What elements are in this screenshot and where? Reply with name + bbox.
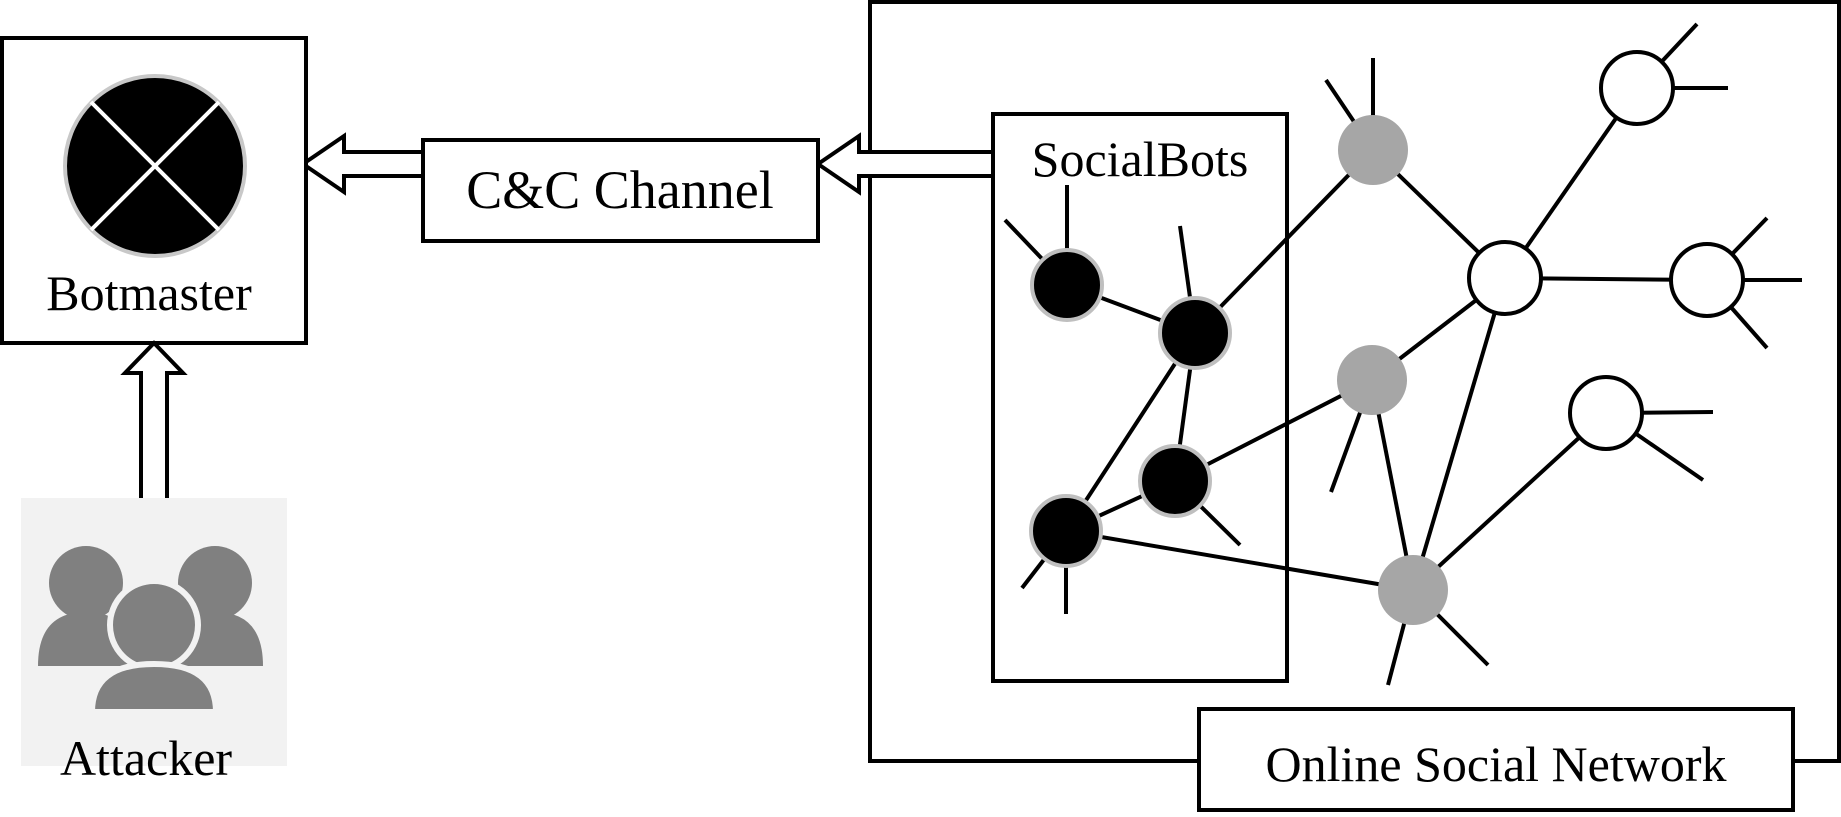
benign-user-node: [1467, 240, 1543, 316]
infiltrated-user-node: [1338, 115, 1408, 185]
cc-to-botmaster-arrow: [299, 132, 425, 196]
cc-channel-box: [421, 138, 820, 243]
socialbots-box: [991, 112, 1289, 683]
infiltrated-user-node: [1378, 555, 1448, 625]
socialbots-label: SocialBots: [1032, 131, 1249, 187]
edge: [1193, 148, 1375, 335]
cc-channel-label: C&C Channel: [466, 160, 774, 220]
edge: [1370, 379, 1415, 591]
network-nodes: [1029, 50, 1745, 625]
edge: [1411, 277, 1507, 591]
benign-user-node: [1669, 242, 1745, 318]
socialbot-node: [1158, 296, 1232, 370]
botmaster-x-circle-icon: [63, 74, 247, 258]
socialbots-to-cc-arrow: [814, 132, 995, 196]
edge: [1411, 411, 1608, 592]
socialbot-node: [1030, 248, 1104, 322]
edge: [1503, 86, 1639, 280]
osn-label-box: [1197, 707, 1795, 812]
botmaster-label: Botmaster: [46, 265, 252, 321]
group-users-icon: [38, 546, 263, 715]
edge: [1064, 331, 1197, 533]
socialbot-node: [1138, 444, 1212, 518]
benign-user-node: [1568, 375, 1644, 451]
edge: [1065, 529, 1414, 592]
attacker-label: Attacker: [60, 730, 232, 786]
infiltrated-user-node: [1337, 345, 1407, 415]
benign-user-node: [1599, 50, 1675, 126]
osn-label: Online Social Network: [1265, 736, 1726, 792]
socialbot-node: [1029, 494, 1103, 568]
